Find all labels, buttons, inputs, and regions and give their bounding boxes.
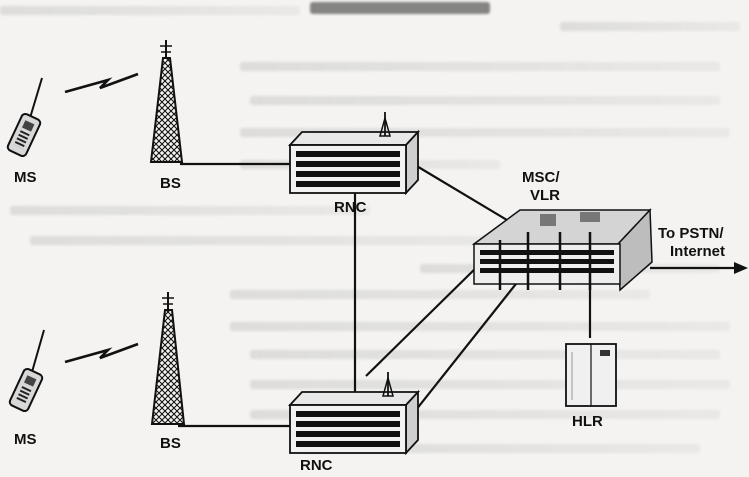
ms-bottom-label: MS: [14, 431, 37, 448]
rnc-bottom-equipment-icon: [287, 372, 421, 456]
msc-vlr-building-icon: [471, 208, 653, 292]
mobile-phone-top-icon: [6, 77, 43, 158]
hlr-server-icon: [565, 343, 617, 407]
base-station-tower-top-icon: [149, 40, 184, 163]
pstn-label-line2: Internet: [670, 243, 726, 260]
bs-bottom-label: BS: [160, 435, 181, 452]
rnc-top-equipment-icon: [287, 112, 421, 196]
mobile-phone-bottom-icon: [8, 329, 45, 413]
link-rnc-bottom-msc: [407, 269, 528, 421]
radio-link-top-icon: [64, 72, 139, 94]
pstn-arrow-icon: [734, 262, 748, 274]
link-rnc-bottom-msc-2: [365, 261, 483, 377]
rnc-bottom-label: RNC: [300, 457, 333, 474]
hlr-label: HLR: [572, 413, 603, 430]
radio-link-bottom-icon: [64, 342, 139, 364]
pstn-label-line1: To PSTN/: [658, 225, 724, 242]
rnc-top-label: RNC: [334, 199, 367, 216]
ms-top-label: MS: [14, 169, 37, 186]
msc-vlr-label-line1: MSC/: [522, 169, 560, 186]
connection-lines: [178, 161, 738, 428]
msc-vlr-label-line2: VLR: [530, 187, 560, 204]
base-station-tower-bottom-icon: [150, 292, 186, 425]
bs-top-label: BS: [160, 175, 181, 192]
